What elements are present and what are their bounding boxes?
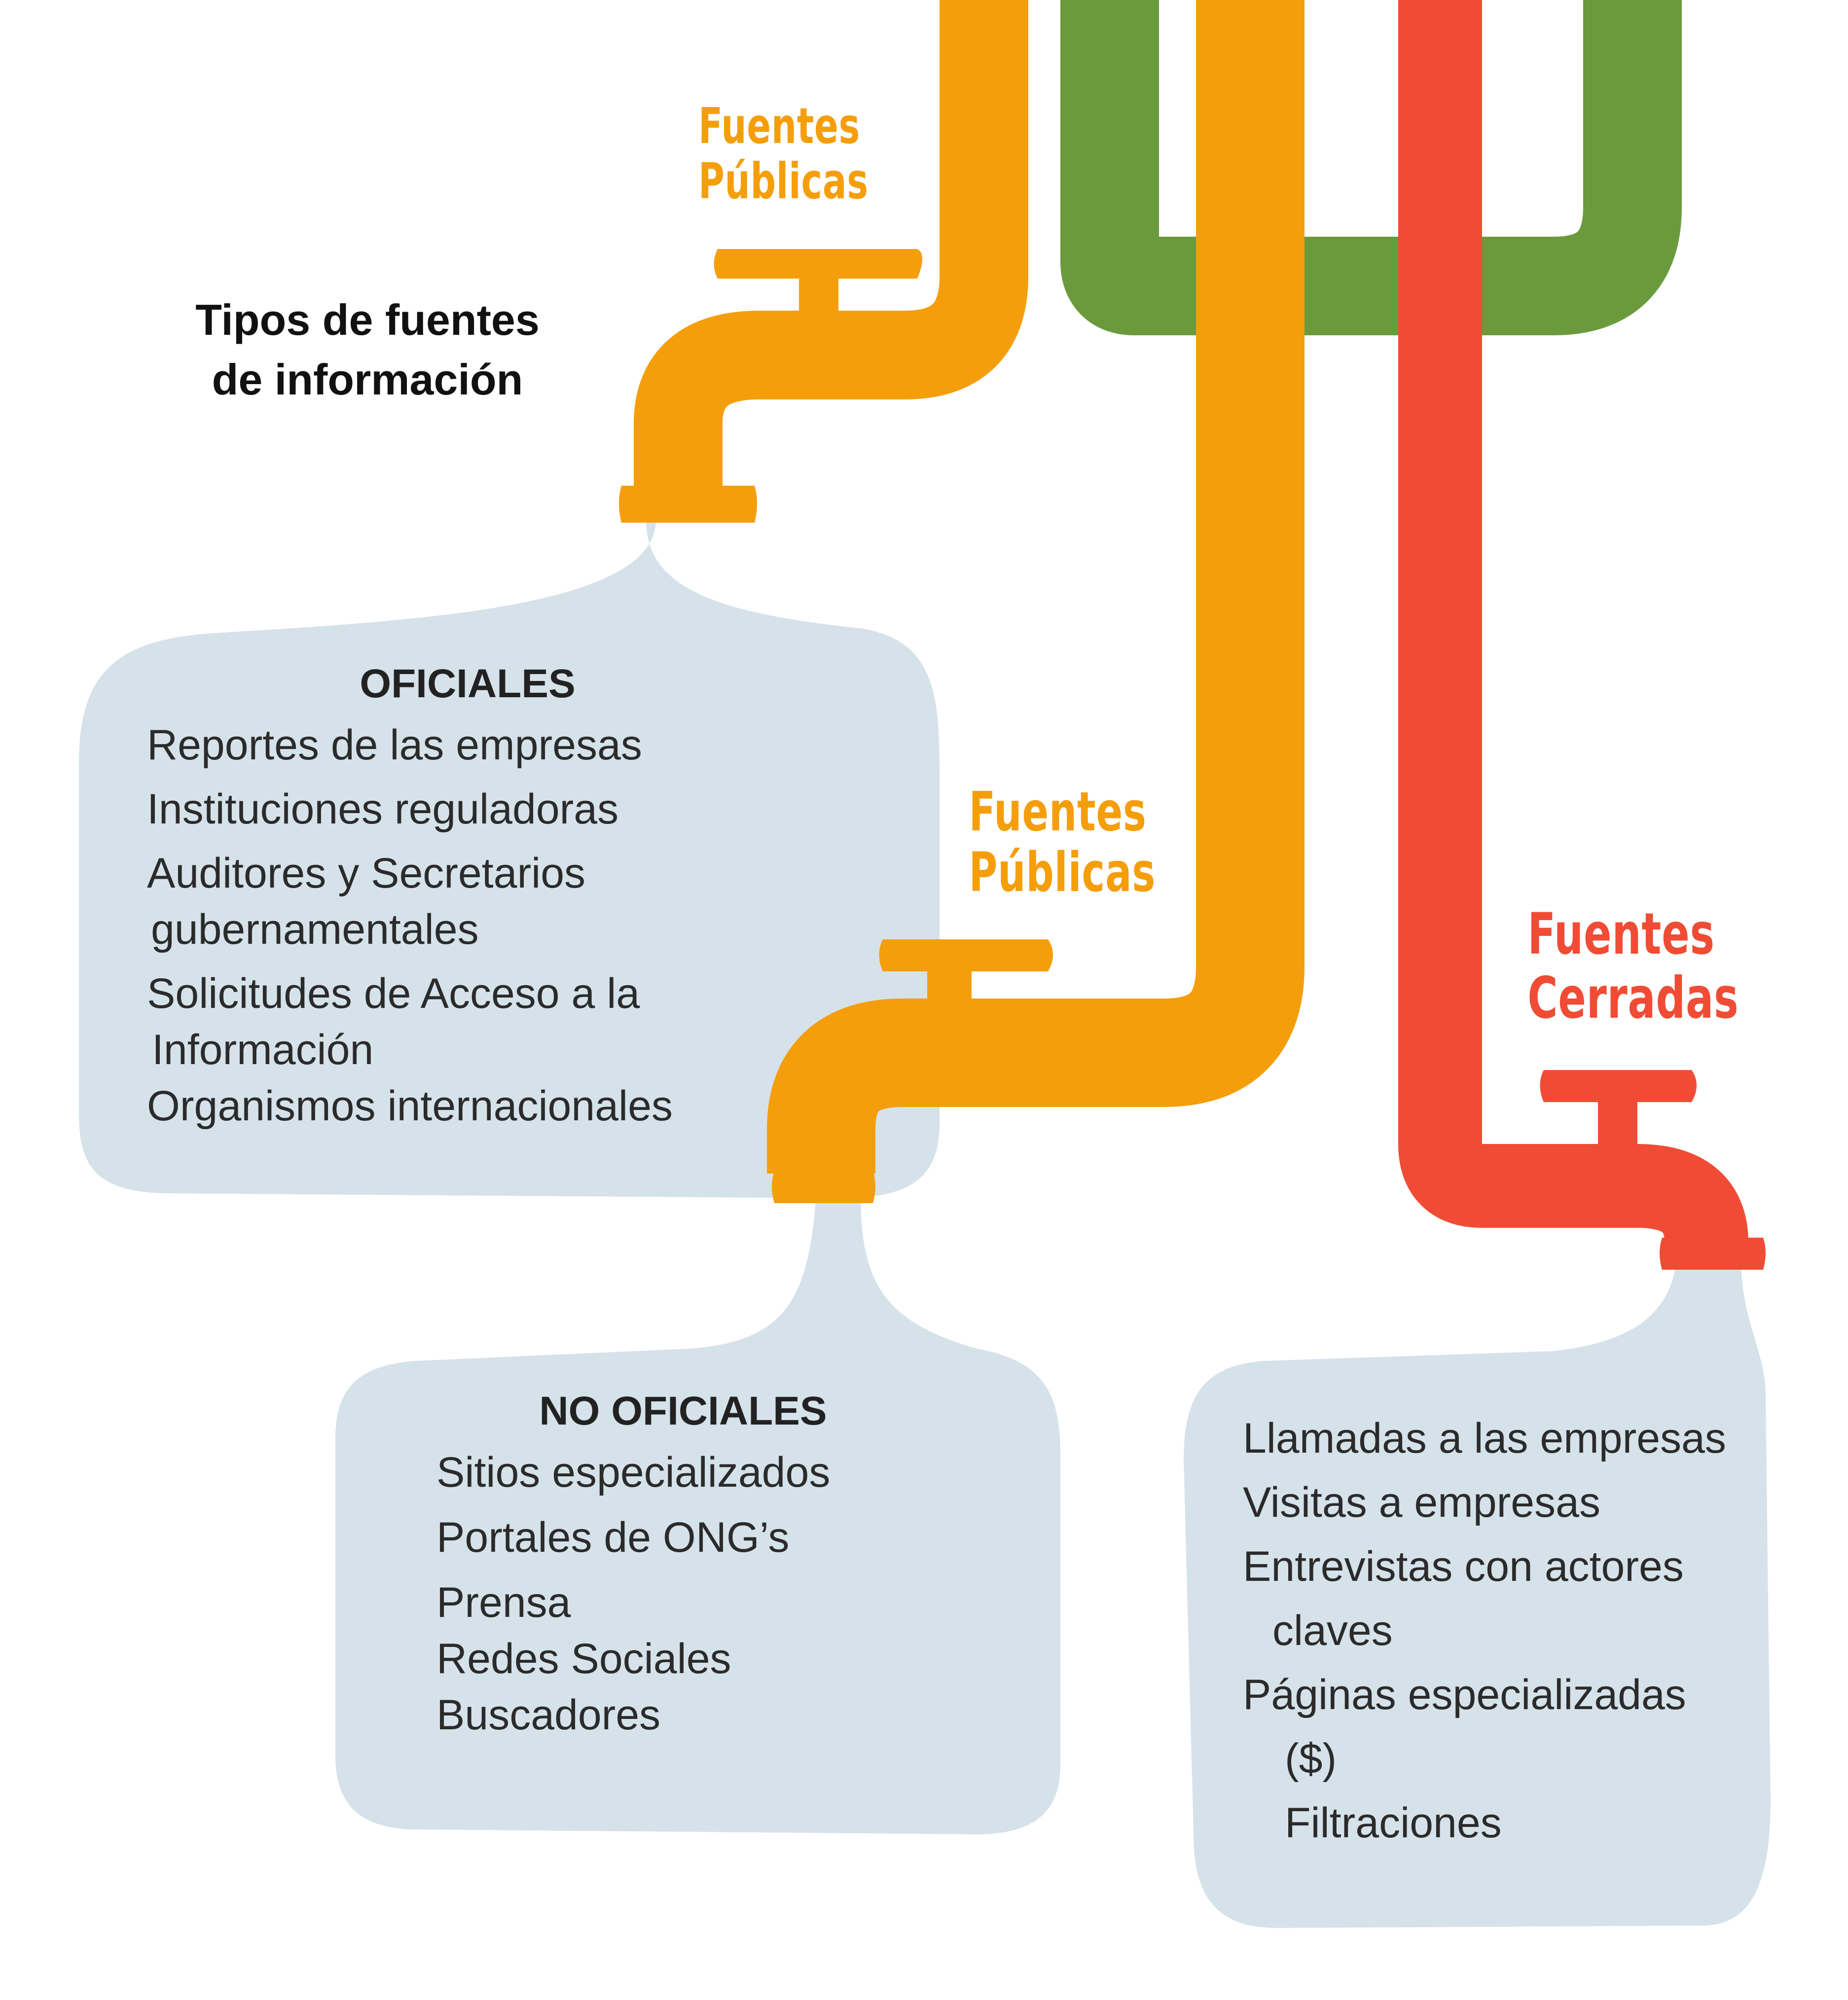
list-item: Prensa xyxy=(436,1579,571,1626)
tap-top-nozzle xyxy=(619,486,757,523)
pool-oficiales-heading: OFICIALES xyxy=(360,661,576,706)
tap-label-middle-line-2: Públicas xyxy=(969,841,1156,904)
red-pipe xyxy=(1398,0,1748,1245)
list-item: claves xyxy=(1272,1607,1393,1654)
diagram-title: Tipos de fuentes de información xyxy=(148,290,587,410)
tap-label-top: Fuentes Públicas xyxy=(698,97,869,210)
list-item: Redes Sociales xyxy=(436,1635,731,1682)
tap-label-right-line-1: Fuentes xyxy=(1527,901,1715,967)
tap-label-top-line-1: Fuentes xyxy=(698,97,861,155)
list-item: ($) xyxy=(1285,1735,1337,1783)
pool-no-oficiales-heading: NO OFICIALES xyxy=(539,1389,827,1433)
pool-no-oficiales: NO OFICIALES Sitios especializados Porta… xyxy=(436,1388,1028,1743)
list-item: Portales de ONG’s xyxy=(436,1514,790,1561)
list-item: Visitas a empresas xyxy=(1243,1479,1600,1526)
list-item: Instituciones reguladoras xyxy=(147,786,619,833)
tap-right-handle xyxy=(1540,1070,1697,1102)
tap-label-right-line-2: Cerradas xyxy=(1527,964,1739,1032)
green-pipe xyxy=(1060,0,1682,335)
list-item: gubernamentales xyxy=(151,906,479,953)
list-item: Solicitudes de Acceso a la xyxy=(147,970,640,1017)
list-item: Páginas especializadas xyxy=(1243,1671,1686,1718)
list-item: Reportes de las empresas xyxy=(147,721,642,769)
tap-right-nozzle xyxy=(1660,1238,1766,1270)
title-line-1: Tipos de fuentes xyxy=(195,295,540,344)
pool-oficiales: OFICIALES Reportes de las empresas Insti… xyxy=(147,661,916,1134)
list-item: Organismos internacionales xyxy=(147,1082,673,1130)
tap-top-valve xyxy=(799,269,838,325)
list-item: Sitios especializados xyxy=(436,1449,831,1496)
water-pool-oficiales xyxy=(79,520,940,1198)
tap-right-valve xyxy=(1598,1100,1637,1154)
list-item: Filtraciones xyxy=(1285,1799,1502,1847)
tap-label-top-line-2: Públicas xyxy=(698,152,869,210)
tap-middle-valve xyxy=(927,962,972,1016)
list-item: Entrevistas con actores xyxy=(1243,1543,1684,1590)
tap-middle-nozzle xyxy=(772,1171,875,1203)
tap-top-handle xyxy=(714,249,922,279)
water-pool-no-oficiales xyxy=(335,1193,1060,1834)
list-item: Buscadores xyxy=(436,1691,661,1739)
tap-label-middle-line-1: Fuentes xyxy=(969,780,1147,843)
water-pool-cerradas xyxy=(1184,1257,1771,1928)
pool-cerradas: Llamadas a las empresas Visitas a empres… xyxy=(1243,1410,1766,1851)
tap-middle-handle xyxy=(879,939,1053,971)
tap-label-right: Fuentes Cerradas xyxy=(1527,901,1739,1032)
list-item: Auditores y Secretarios xyxy=(147,850,586,897)
title-line-2: de información xyxy=(212,355,523,404)
orange-pipe-top xyxy=(634,0,1028,488)
tap-label-middle: Fuentes Públicas xyxy=(969,780,1156,904)
list-item: Llamadas a las empresas xyxy=(1243,1415,1726,1462)
orange-pipe-long xyxy=(767,0,1304,1183)
list-item: Información xyxy=(152,1026,374,1073)
